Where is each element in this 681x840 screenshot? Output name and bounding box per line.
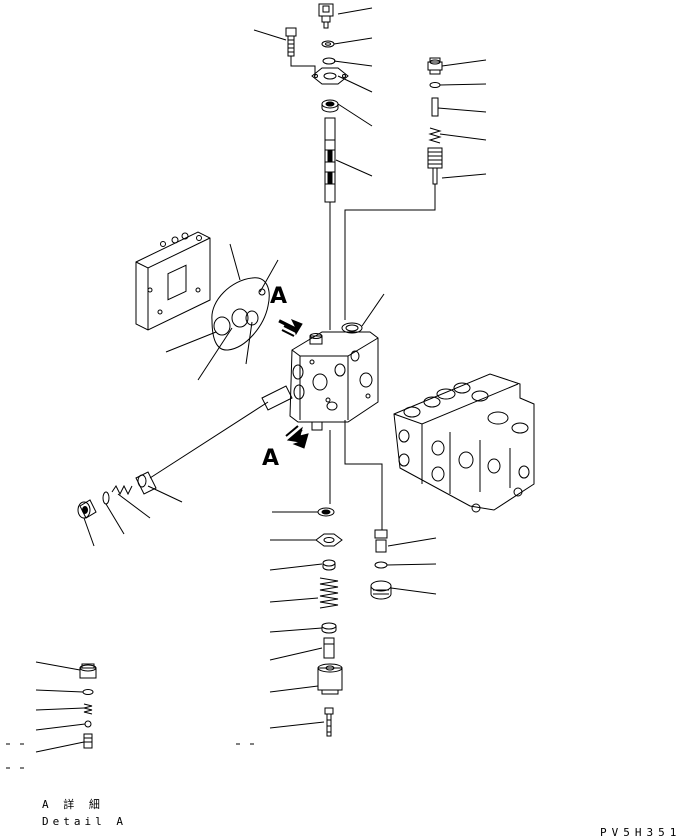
view-marker-bottom: A bbox=[262, 446, 280, 471]
top-center-stack bbox=[312, 4, 348, 330]
gasket bbox=[212, 278, 269, 350]
valve-section-block bbox=[290, 294, 384, 430]
bottom-center-stack bbox=[316, 430, 342, 736]
spool-assembly bbox=[78, 386, 292, 518]
view-marker-top: A bbox=[270, 284, 288, 309]
view-arrow-top bbox=[279, 320, 302, 336]
figure-code: PV5H351 bbox=[600, 826, 681, 839]
control-valve-body bbox=[394, 374, 534, 512]
bottom-right-stack bbox=[345, 420, 391, 599]
view-arrow-bottom bbox=[286, 426, 308, 448]
leader-lines bbox=[6, 8, 486, 768]
detail-label-jp: A 詳 細 bbox=[42, 798, 104, 811]
end-cover-plate bbox=[136, 232, 210, 330]
detail-a-stack bbox=[80, 664, 96, 748]
top-left-bolt bbox=[286, 28, 315, 76]
top-right-stack bbox=[345, 58, 442, 320]
detail-label-en: Detail A bbox=[42, 815, 127, 828]
